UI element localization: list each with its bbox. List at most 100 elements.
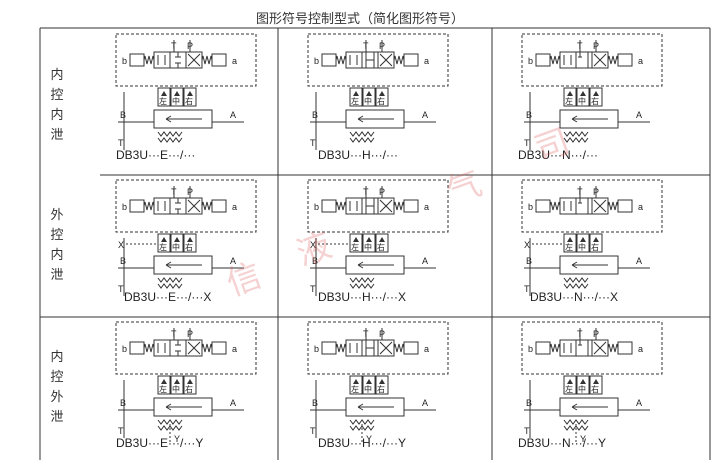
- solenoid-a: [617, 341, 633, 355]
- port-label-B: B: [526, 256, 532, 266]
- port-label-a: a: [232, 344, 237, 354]
- flow-arrow: [593, 53, 607, 67]
- port-label-a: a: [638, 202, 643, 212]
- spring-left: [335, 343, 347, 353]
- port-label-T: T: [524, 426, 530, 436]
- pilot-envelope: [307, 33, 449, 87]
- caption-n-y: DB3U···N···/···Y: [518, 436, 606, 450]
- solenoid-a: [617, 199, 633, 213]
- position-label: 中: [364, 96, 372, 106]
- solenoid-a: [211, 341, 227, 355]
- port-label-a: a: [232, 56, 237, 66]
- valve-square: [153, 51, 171, 69]
- main-spring: [563, 419, 589, 425]
- flow-arrow: [379, 53, 393, 67]
- position-box: [375, 233, 389, 253]
- port-label-X: X: [524, 240, 530, 250]
- main-valve-body: [345, 255, 405, 275]
- spring-right: [607, 55, 619, 65]
- solenoid-b: [129, 199, 145, 213]
- position-arrow: [567, 237, 573, 242]
- position-label: 左: [159, 96, 167, 106]
- port-label-B: B: [526, 110, 532, 120]
- position-label: 右: [185, 384, 193, 394]
- spring-left: [143, 55, 155, 65]
- main-spring: [157, 283, 183, 289]
- position-box: [589, 87, 603, 107]
- position-box: [183, 233, 197, 253]
- position-box: [576, 375, 590, 395]
- valve-square: [575, 51, 593, 69]
- port-label-b: b: [122, 56, 127, 66]
- position-box: [375, 87, 389, 107]
- spring-right: [607, 343, 619, 353]
- spring-left: [143, 343, 155, 353]
- valve-square: [559, 51, 577, 69]
- position-label: 中: [364, 242, 372, 252]
- spring-right: [607, 201, 619, 211]
- position-label: 左: [351, 384, 359, 394]
- flow-arrow: [187, 199, 201, 213]
- position-label: 中: [578, 96, 586, 106]
- position-label: 中: [172, 242, 180, 252]
- port-label-b: b: [314, 202, 319, 212]
- solenoid-a: [617, 53, 633, 67]
- port-label-b: b: [528, 56, 533, 66]
- position-box: [170, 233, 184, 253]
- port-label-A: A: [230, 398, 236, 408]
- position-box: [349, 375, 363, 395]
- port-label-T: T: [118, 138, 124, 148]
- port-label-T: T: [118, 426, 124, 436]
- port-label-A: A: [636, 398, 642, 408]
- valve-square: [345, 197, 363, 215]
- spring-right: [201, 201, 213, 211]
- main-flow-arrow: [165, 115, 202, 123]
- solenoid-b: [321, 341, 337, 355]
- solenoid-b: [535, 199, 551, 213]
- position-box: [157, 87, 171, 107]
- solenoid-a: [403, 199, 419, 213]
- port-label-T: T: [524, 284, 530, 294]
- port-label-B: B: [526, 398, 532, 408]
- main-spring: [349, 277, 375, 283]
- position-box: [563, 233, 577, 253]
- position-box: [157, 375, 171, 395]
- position-arrow: [187, 379, 193, 384]
- port-label-A: A: [636, 110, 642, 120]
- position-label: 左: [565, 96, 573, 106]
- spring-left: [549, 201, 561, 211]
- position-arrow: [379, 91, 385, 96]
- position-arrow: [174, 237, 180, 242]
- position-box: [362, 87, 376, 107]
- port-label-b: b: [122, 344, 127, 354]
- port-label-B: B: [120, 398, 126, 408]
- main-spring: [349, 137, 375, 143]
- position-label: 中: [578, 384, 586, 394]
- main-flow-arrow: [357, 261, 394, 269]
- port-label-a: a: [424, 344, 429, 354]
- port-label-X: X: [310, 240, 316, 250]
- position-box: [170, 87, 184, 107]
- position-label: 中: [364, 384, 372, 394]
- caption-h-y: DB3U···H···/···Y: [318, 436, 406, 450]
- spring-left: [549, 55, 561, 65]
- position-arrow: [366, 237, 372, 242]
- position-box: [349, 87, 363, 107]
- main-spring: [349, 283, 375, 289]
- position-arrow: [580, 379, 586, 384]
- main-spring: [563, 283, 589, 289]
- port-label-T: T: [310, 138, 316, 148]
- main-spring: [157, 277, 183, 283]
- port-label-a: a: [638, 56, 643, 66]
- main-spring: [563, 277, 589, 283]
- position-arrow: [379, 237, 385, 242]
- position-box: [183, 87, 197, 107]
- port-label-T: T: [118, 284, 124, 294]
- position-arrow: [593, 237, 599, 242]
- valve-square: [559, 339, 577, 357]
- port-label-A: A: [636, 256, 642, 266]
- port-label-b: b: [122, 202, 127, 212]
- position-label: 左: [565, 242, 573, 252]
- page-title: 图形符号控制型式（简化图形符号）: [255, 12, 464, 27]
- position-label: 左: [565, 384, 573, 394]
